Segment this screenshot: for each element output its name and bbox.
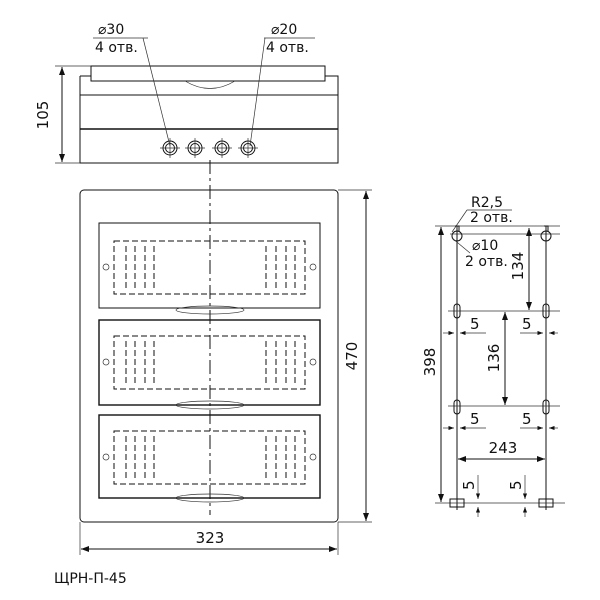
- slot-width: 5: [470, 315, 480, 333]
- top-handle: [184, 80, 236, 89]
- slot-icon: [453, 399, 461, 415]
- hole-icon: [238, 138, 258, 158]
- dim-136: 136: [485, 344, 503, 373]
- front-view: 470 323: [79, 189, 372, 555]
- hole-small-count: 4 отв.: [266, 40, 309, 56]
- slot-icon: [542, 399, 550, 415]
- handle: [175, 493, 245, 503]
- mount-view: R2,5 2 отв. ⌀10 2 отв. 398 134 136 5 5 5…: [421, 195, 565, 517]
- module-row-1: [98, 222, 321, 315]
- cable-holes: [160, 138, 258, 158]
- enclosure-body: [79, 189, 339, 523]
- handle: [175, 305, 245, 315]
- model-title: ЩРН-П-45: [54, 571, 127, 587]
- slot-width: 5: [522, 410, 532, 428]
- handle: [175, 400, 245, 410]
- top-cover: [90, 65, 326, 82]
- tab-icon: [538, 498, 554, 508]
- height-dim-105: 105: [34, 101, 52, 130]
- total-height-398: 398: [421, 348, 439, 377]
- height-dim-470: 470: [343, 342, 361, 371]
- width-dim-323: 323: [196, 529, 225, 547]
- tab-dim: 5: [507, 480, 525, 490]
- top-view: 105 ⌀30 4 отв. ⌀20 4 отв.: [34, 22, 339, 164]
- top-body: [79, 75, 339, 164]
- keyhole-icon: [540, 225, 552, 242]
- hole-icon: [185, 138, 205, 158]
- width-dim-243: 243: [489, 439, 518, 457]
- hole-large-count: 4 отв.: [95, 40, 138, 56]
- tab-icon: [449, 498, 465, 508]
- slot-icon: [453, 303, 461, 319]
- hole-large-diameter: ⌀30: [98, 22, 124, 38]
- slot-icon: [542, 303, 550, 319]
- keyhole-diameter-count: 2 отв.: [465, 254, 508, 270]
- dim-134: 134: [509, 252, 527, 281]
- tab-dim: 5: [460, 480, 478, 490]
- module-row-3: [98, 414, 321, 503]
- slot-width: 5: [470, 410, 480, 428]
- keyhole-radius: R2,5: [471, 195, 503, 211]
- slot-width: 5: [522, 315, 532, 333]
- keyhole-radius-count: 2 отв.: [470, 210, 513, 226]
- hole-icon: [212, 138, 232, 158]
- keyhole-diameter: ⌀10: [472, 238, 498, 254]
- hole-icon: [160, 138, 180, 158]
- module-row-2: [98, 319, 321, 410]
- hole-small-diameter: ⌀20: [271, 22, 297, 38]
